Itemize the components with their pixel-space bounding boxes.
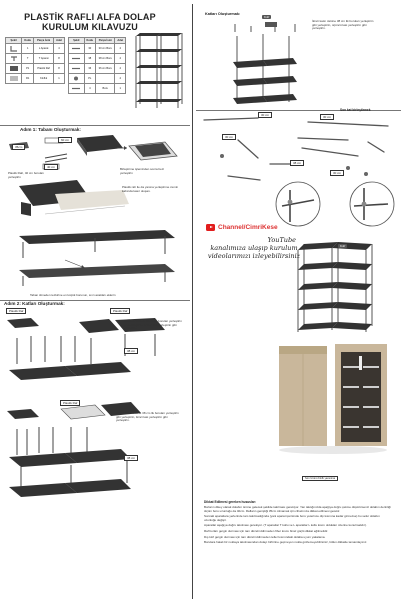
- divider: [0, 125, 190, 126]
- dim-label: 30 cm: [222, 134, 237, 140]
- youtube-icon: [206, 224, 215, 231]
- step1-note-left: Plastik Rafı, 40 cm boruları yerleştirin: [8, 171, 45, 179]
- dim-label: 38 cm: [290, 160, 305, 166]
- page-title: PLASTİK RAFLI ALFA DOLAP KURULUM KILAVUZ…: [0, 12, 180, 32]
- table-row: 1 L Aparat 4: [4, 43, 65, 54]
- step2-note-a: Tabanın üstüne 38 cm lik boruları yerleş…: [124, 319, 182, 331]
- step2-diagram-2: [7, 402, 141, 497]
- step2-heading: Adım 2: Katları Oluşturmak:: [4, 301, 65, 306]
- step1-note-bottom: Taban ölmeden tezkirine en küçük borunun…: [30, 293, 116, 297]
- instruction-item: Borların dikey olarak dolabın önüne gele…: [204, 505, 391, 513]
- step2-note-b: Birinci katın üstüne 38 cm lik boruları …: [116, 411, 179, 423]
- divider: [0, 300, 190, 301]
- shelf-diagram-right-top: [233, 22, 297, 104]
- dim-label: 40 cm: [44, 164, 59, 170]
- channel-line-2: videolarımızı izleyebilirsiniz: [207, 252, 301, 260]
- shelf-diagram-top: [135, 33, 183, 108]
- table-row: T T Aparat 8: [4, 53, 65, 64]
- dim-label: 30 cm: [320, 114, 335, 120]
- step1-note-right: Birleştirme işleminden sonra bezi yerleş…: [120, 167, 165, 175]
- dim-label: 35cm: [12, 144, 26, 150]
- dim-label: 30 cm: [258, 112, 273, 118]
- right-mid-heading: Son kat birleştirmek: [340, 108, 371, 112]
- plastic-label: Plastik Raf: [110, 308, 131, 314]
- dim-label: 38 cm: [124, 348, 139, 354]
- step1-heading: Adım 1: Tabanı Oluşturmak:: [20, 127, 81, 132]
- step2-diagram-1: [7, 318, 165, 380]
- shelf-diagram-final: [297, 242, 373, 332]
- instruction-item: Borulara hatalı bir noktaya takılmasında…: [204, 540, 368, 545]
- channel-name[interactable]: Channel/CimriKese: [218, 224, 278, 231]
- instructions-block: Dikkat Edilmesi gereken hususlar: Borlar…: [204, 500, 392, 545]
- connector-detail: [275, 181, 395, 227]
- divider: [196, 110, 401, 111]
- photo-caption: Son Ürünü Kılıflı yansıtma: [302, 476, 339, 481]
- plastic-label: Plastik Raf: [6, 308, 27, 314]
- title-line-1: PLASTİK RAFLI ALFA DOLAP: [24, 12, 156, 22]
- channel-line-1: kanalımıza ulaşıp kurulum: [210, 244, 298, 252]
- dim-label: 60 cm: [58, 137, 73, 143]
- title-line-2: KURULUM KILAVUZU: [41, 22, 139, 32]
- kilif-tag: Kılıf: [338, 244, 348, 248]
- dim-label: 38 cm: [124, 455, 139, 461]
- dim-label: 30 cm: [330, 170, 345, 176]
- channel-row: Channel/CimriKese: [206, 224, 278, 231]
- instructions-title: Dikkat Edilmesi gereken hususlar:: [204, 500, 256, 504]
- step1-assembly-diagram: [19, 230, 175, 286]
- step1-note-mid: Plastik rafı ile da yanına yerleştirme z…: [122, 185, 179, 193]
- product-photo: [279, 344, 387, 454]
- plastic-label: Plastik Raf: [60, 400, 81, 406]
- final-layer-diagram: [203, 117, 389, 181]
- instruction-item: Aparatlar aşağıya doğru takılması gereki…: [204, 523, 367, 528]
- instruction-item: Raf borları gergin durması için tam düze…: [204, 528, 329, 533]
- instruction-item: Dış kılıf gergin durması için tam düzeli…: [204, 534, 326, 539]
- table-row: P1 Plastik Raf 8: [4, 63, 65, 74]
- kilif-tag: Kılıf: [262, 15, 272, 19]
- right-top-note: İkinci katın üstüne 38 cm lik boruları y…: [312, 19, 374, 31]
- right-top-heading: Katları Oluşturmak:: [205, 12, 241, 16]
- youtube-text: YouTube: [267, 236, 296, 244]
- column-divider: [192, 4, 193, 599]
- parts-table-left: Şekil Kodu Parça İsmi Adet 1 L Aparat 4 …: [4, 37, 65, 84]
- table-row: R1 Kılıflık 1: [4, 73, 65, 84]
- channel-text: YouTube kanalımıza ulaşıp kurulum videol…: [200, 236, 308, 260]
- instruction-item: Sonraki aparatlara yerlerinde tam takılm…: [204, 514, 380, 522]
